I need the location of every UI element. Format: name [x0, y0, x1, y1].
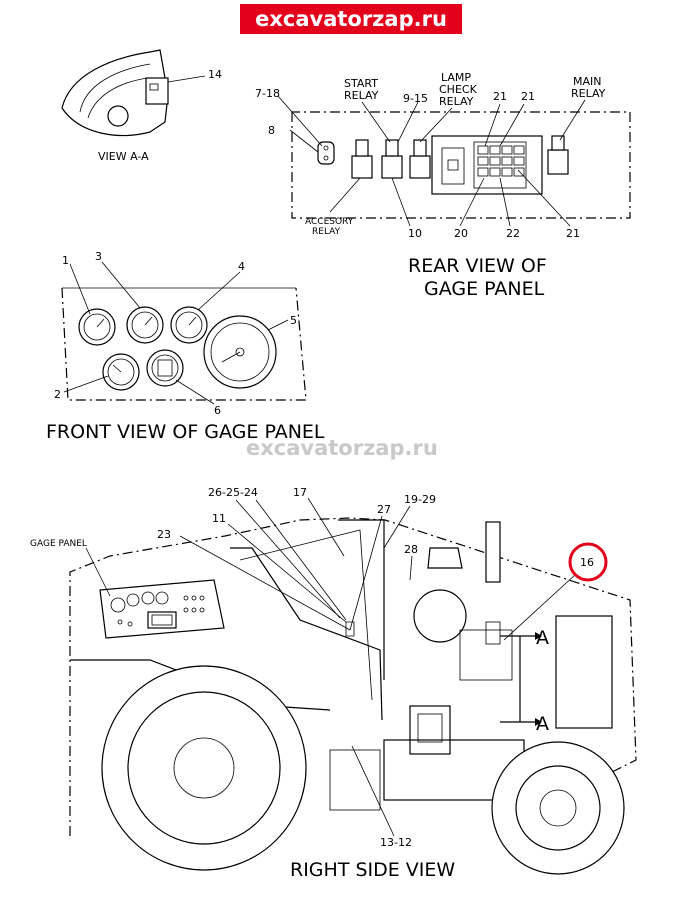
callout-27: 27 [377, 503, 391, 516]
section-marker-a-bottom: A [536, 713, 549, 735]
start-relay [381, 139, 403, 179]
gauge-6 [146, 349, 184, 387]
resistor-8 [317, 141, 335, 165]
section-marker-a-top: A [536, 627, 549, 649]
callout-4: 4 [238, 260, 245, 273]
callout-13-12: 13-12 [380, 836, 412, 849]
highlight-circle-16 [568, 542, 608, 582]
callout-2: 2 [54, 388, 61, 401]
callout-17: 17 [293, 486, 307, 499]
view-aa-caption: VIEW A-A [98, 150, 149, 163]
callout-22: 22 [506, 227, 520, 240]
main-relay [547, 135, 569, 175]
right-side-view: A A GAGE PANEL [30, 486, 637, 881]
callout-9-15: 9-15 [403, 92, 428, 105]
callout-21-c: 21 [566, 227, 580, 240]
rear-view-panel: 7-18 8 START RELAY 9-15 LAMP CHECK RELAY… [255, 71, 631, 300]
rear-view-caption-2: GAGE PANEL [424, 278, 545, 300]
callout-14: 14 [208, 68, 222, 81]
view-aa: 14 VIEW A-A [61, 49, 222, 163]
accessory-relay-label-2: RELAY [312, 227, 341, 237]
front-wheel [101, 665, 307, 871]
callout-19-29: 19-29 [404, 493, 436, 506]
gauge-1 [78, 308, 116, 346]
callout-1: 1 [62, 254, 69, 267]
callout-21-b: 21 [521, 90, 535, 103]
lamp-check-label-3: RELAY [439, 95, 474, 108]
callout-10: 10 [408, 227, 422, 240]
callout-11: 11 [212, 512, 226, 525]
main-relay-label-1: MAIN [573, 75, 602, 88]
callout-23: 23 [157, 528, 171, 541]
callout-28: 28 [404, 543, 418, 556]
callout-6: 6 [214, 404, 221, 417]
gauge-5-tachometer [203, 315, 277, 389]
rear-wheel [491, 741, 625, 875]
callout-5: 5 [290, 314, 297, 327]
fuse-block [431, 135, 543, 195]
callout-21-a: 21 [493, 90, 507, 103]
main-relay-label-2: RELAY [571, 87, 606, 100]
gage-panel-label: GAGE PANEL [30, 539, 87, 549]
lamp-check-label-2: CHECK [439, 83, 478, 96]
watermark-banner: excavatorzap.ru [240, 4, 462, 34]
callout-16: 16 [580, 556, 594, 569]
start-relay-label-1: START [344, 77, 378, 90]
rear-view-caption-1: REAR VIEW OF [408, 255, 547, 277]
callout-26-25-24: 26-25-24 [208, 486, 258, 499]
callout-7-18: 7-18 [255, 87, 280, 100]
start-relay-label-2: RELAY [344, 89, 379, 102]
accessory-relay-label-1: ACCESORY [305, 217, 354, 227]
front-view-caption: FRONT VIEW OF GAGE PANEL [46, 421, 325, 443]
gauge-3 [126, 306, 164, 344]
watermark-middle: excavatorzap.ru [246, 436, 438, 460]
gauge-4 [170, 306, 208, 344]
cab-gage-panel [99, 579, 225, 639]
front-view-panel: 1 3 4 5 2 6 FRONT VIEW OF GAGE PANEL [46, 250, 325, 443]
gauge-2 [102, 353, 140, 391]
accessory-relay [351, 139, 373, 179]
callout-8: 8 [268, 124, 275, 137]
callout-20: 20 [454, 227, 468, 240]
lamp-check-label-1: LAMP [441, 71, 471, 84]
side-view-caption: RIGHT SIDE VIEW [290, 859, 455, 881]
lamp-check-relay [409, 139, 431, 179]
callout-3: 3 [95, 250, 102, 263]
